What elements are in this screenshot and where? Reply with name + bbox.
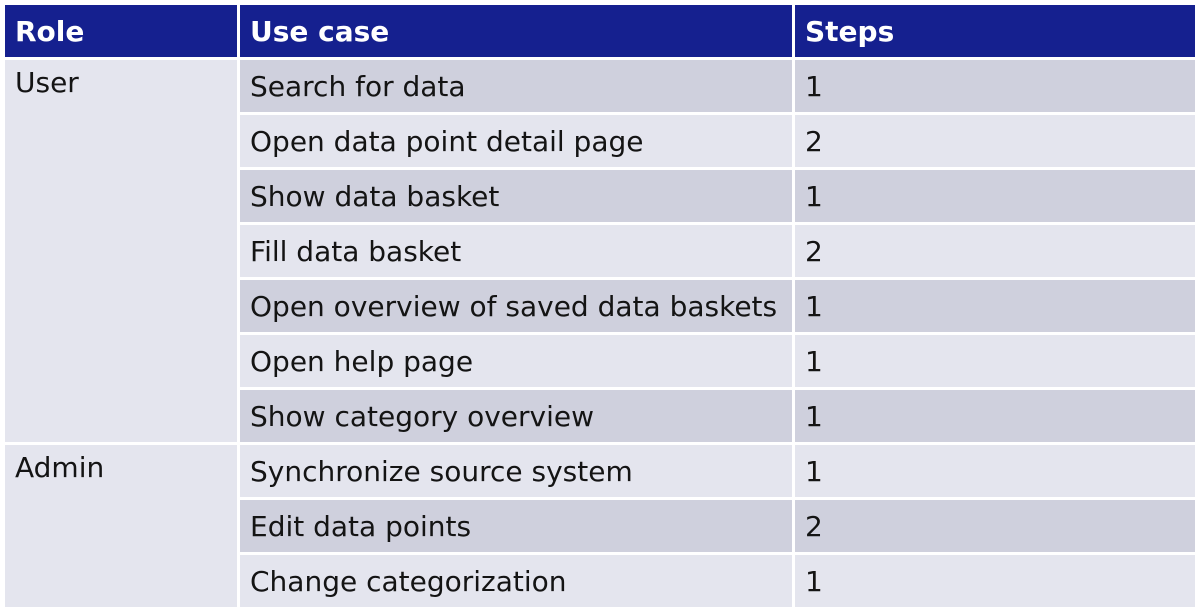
table-cell-use-case: Fill data basket [240,225,795,277]
table-cell-use-case: Synchronize source system [240,445,795,497]
table-cell-steps: 1 [795,555,1195,607]
table-cell-use-case: Show data basket [240,170,795,222]
table-cell-use-case: Search for data [240,60,795,112]
table-cell-steps: 2 [795,500,1195,552]
table-cell-steps: 1 [795,170,1195,222]
table-cell-steps: 2 [795,115,1195,167]
table-cell-use-case: Open help page [240,335,795,387]
table-cell-use-case: Open data point detail page [240,115,795,167]
table-cell-steps: 1 [795,390,1195,442]
table-cell-steps: 1 [795,445,1195,497]
header-steps: Steps [795,5,1195,57]
table-cell-use-case: Show category overview [240,390,795,442]
use-case-table: Role Use case Steps User Search for data… [5,5,1195,607]
table-cell-steps: 1 [795,60,1195,112]
role-cell-user: User [5,60,240,442]
table-cell-use-case: Edit data points [240,500,795,552]
header-use-case: Use case [240,5,795,57]
table-cell-use-case: Change categorization [240,555,795,607]
table-cell-steps: 1 [795,335,1195,387]
table-cell-steps: 1 [795,280,1195,332]
table-cell-steps: 2 [795,225,1195,277]
role-cell-admin: Admin [5,445,240,607]
table-cell-use-case: Open overview of saved data baskets [240,280,795,332]
header-role: Role [5,5,240,57]
